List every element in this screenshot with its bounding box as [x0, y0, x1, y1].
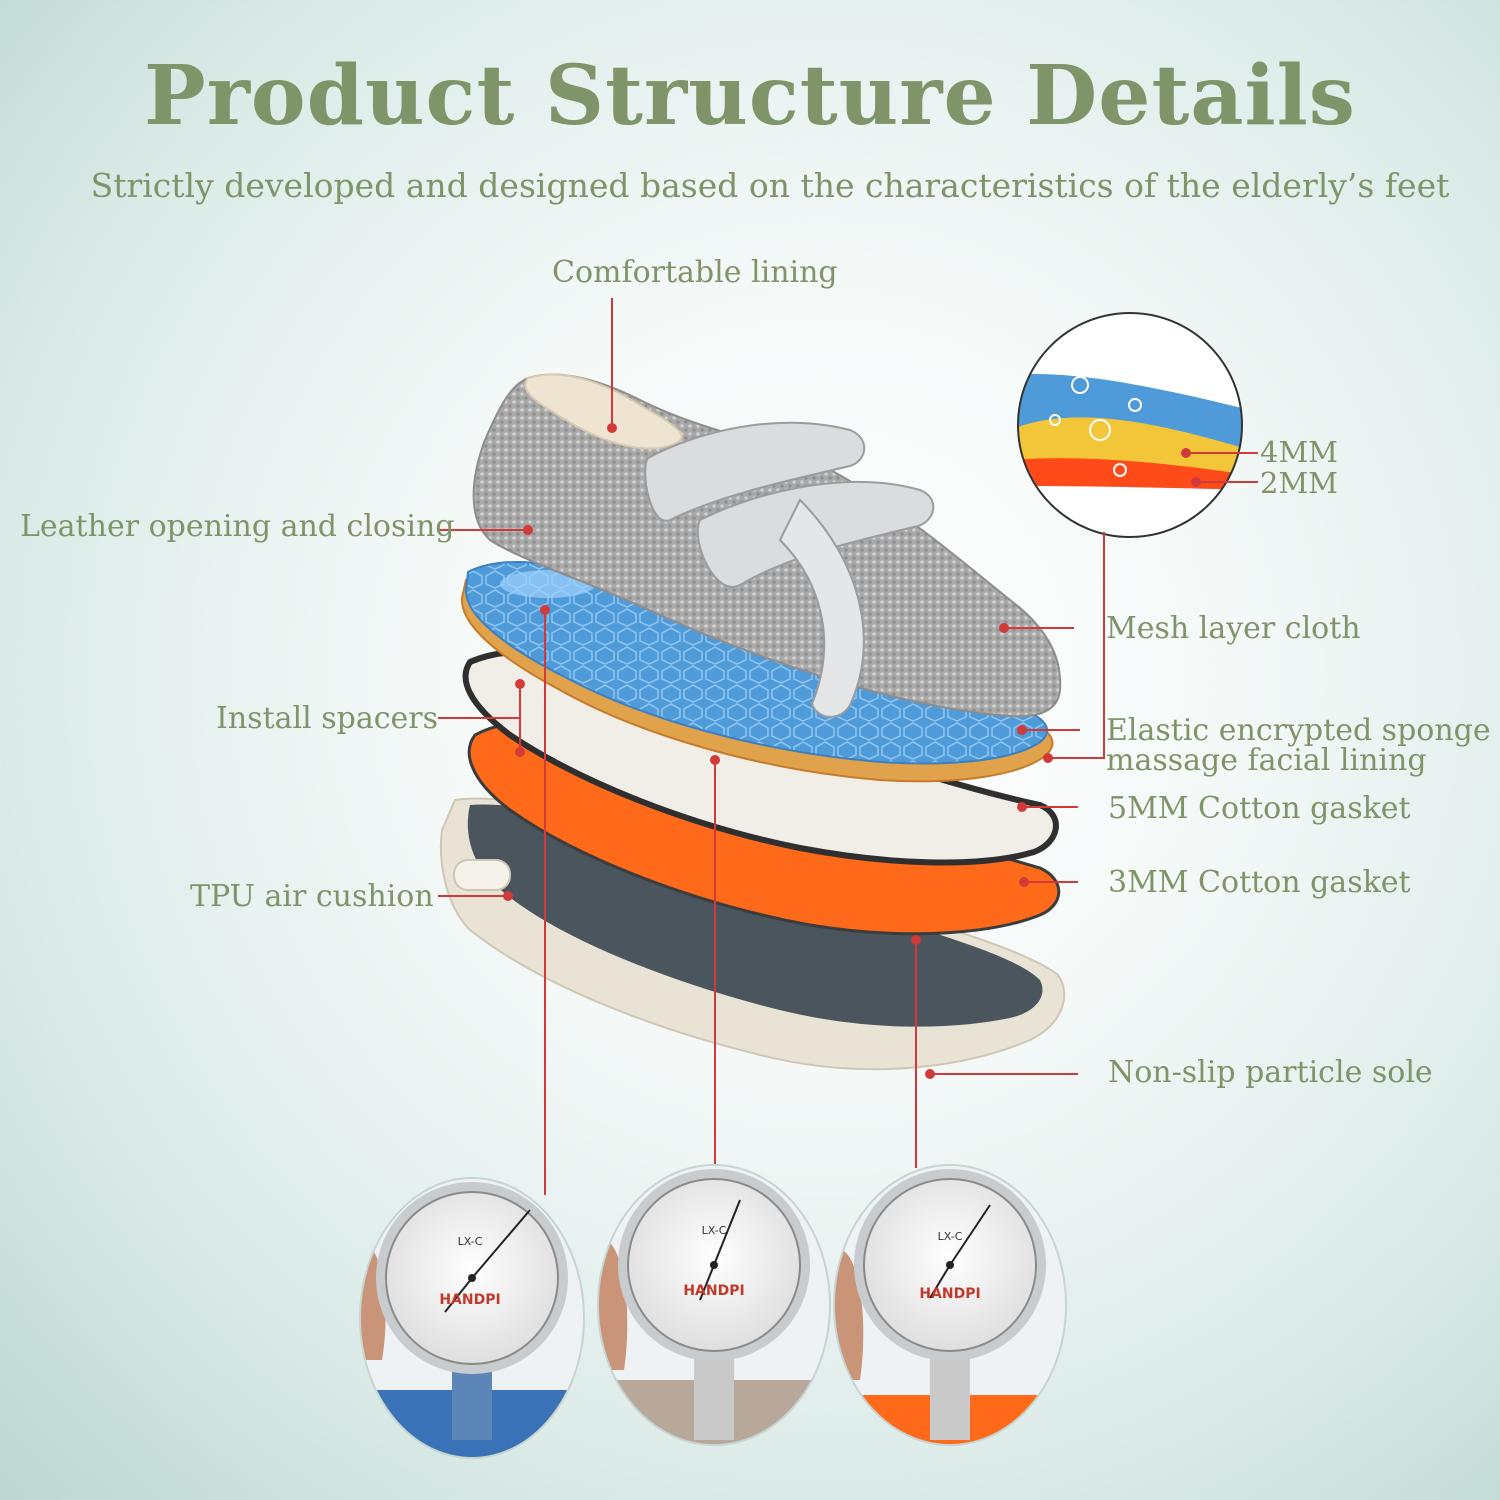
label-install-spacers: Install spacers [216, 701, 439, 736]
label-non-slip-sole: Non-slip particle sole [1108, 1055, 1433, 1090]
gauge-3-brand: HANDPI [919, 1286, 980, 1302]
gauge-1-model: LX-C [458, 1235, 483, 1248]
gauge-3-model: LX-C [938, 1230, 963, 1243]
gauge-1-brand: HANDPI [439, 1292, 500, 1308]
hardness-gauge-3 [833, 1164, 1067, 1446]
hardness-gauge-1 [359, 1177, 585, 1459]
air-cushion-window [453, 859, 511, 891]
label-thickness-4mm: 4MM [1260, 435, 1338, 469]
leader-lines [438, 298, 1258, 1195]
label-mesh-layer: Mesh layer cloth [1106, 611, 1361, 646]
gauge-2-model: LX-C [702, 1224, 727, 1237]
hardness-gauge-2 [597, 1164, 831, 1446]
label-elastic-sponge-line1: Elastic encrypted sponge [1106, 713, 1491, 748]
label-cotton-5mm: 5MM Cotton gasket [1108, 791, 1411, 826]
leader-dots [503, 423, 1201, 1079]
label-comfortable-lining: Comfortable lining [552, 255, 838, 290]
label-tpu-air-cushion: TPU air cushion [190, 879, 434, 914]
material-detail-circle [1017, 312, 1243, 538]
gauge-2-brand: HANDPI [683, 1283, 744, 1299]
label-cotton-3mm: 3MM Cotton gasket [1108, 865, 1411, 900]
label-thickness-2mm: 2MM [1260, 466, 1338, 500]
page-subtitle: Strictly developed and designed based on… [90, 166, 1450, 205]
shoe-upper [472, 373, 1062, 718]
label-elastic-sponge-line2: massage facial lining [1106, 743, 1427, 778]
label-leather-opening: Leather opening and closing [20, 509, 455, 544]
page-title: Product Structure Details [144, 48, 1356, 144]
